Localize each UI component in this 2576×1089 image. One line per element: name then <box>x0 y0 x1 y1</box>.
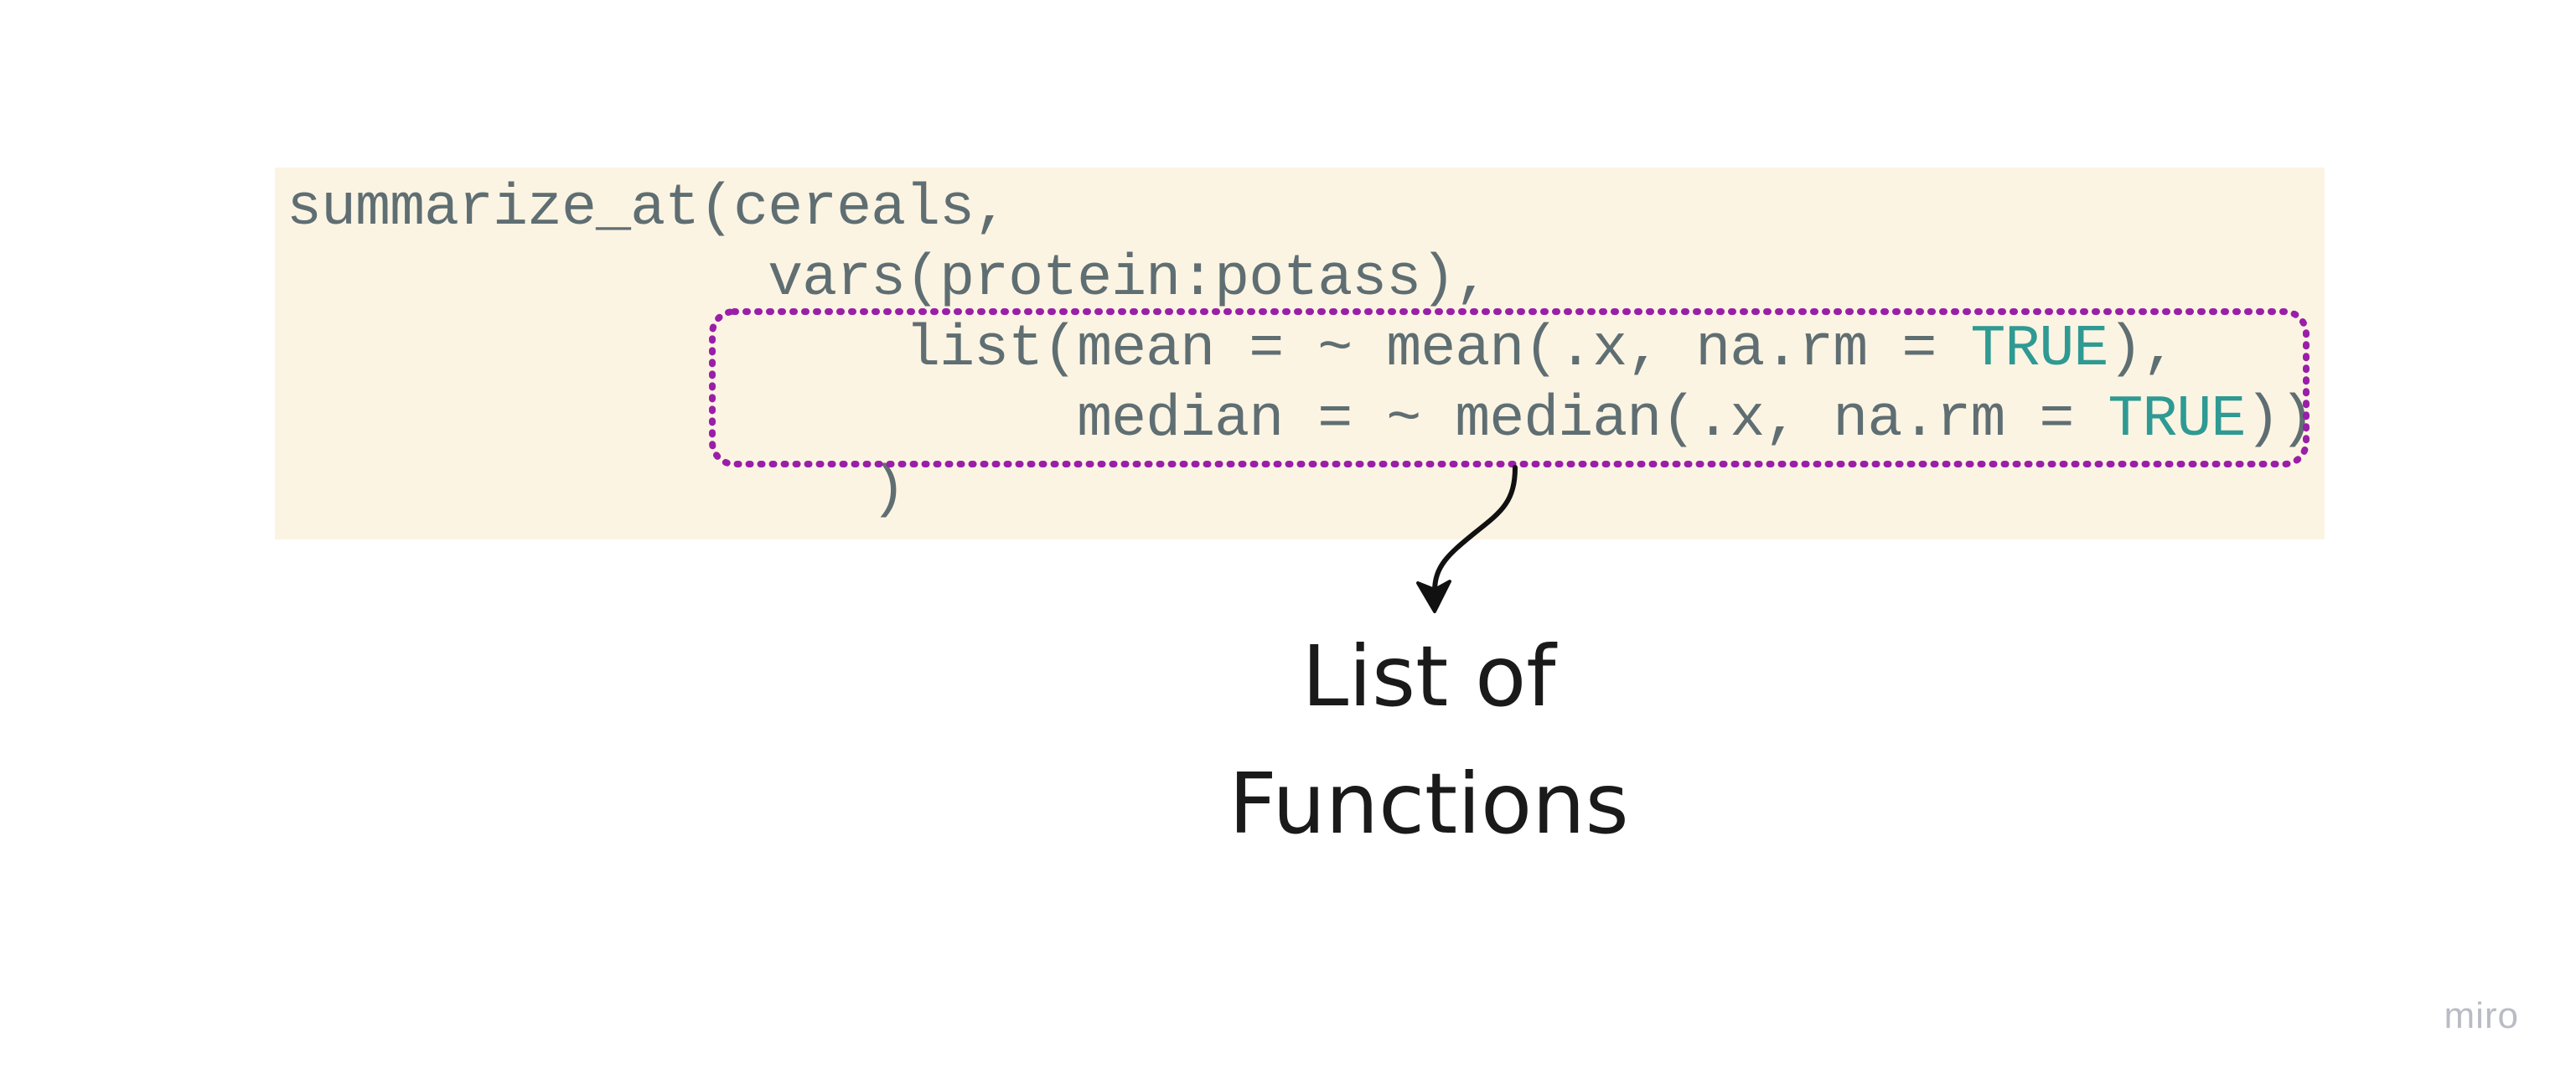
connector-arrowhead-icon <box>1416 580 1451 613</box>
annotation-line-1: List of <box>1301 627 1556 725</box>
miro-watermark: miro <box>2444 995 2519 1036</box>
code-line-4-text: median = ~ median(.x, na.rm = <box>287 387 2108 453</box>
code-line-3-text: list(mean = ~ mean(.x, na.rm = <box>287 317 1971 383</box>
code-line-1: summarize_at(cereals, <box>287 174 1009 245</box>
code-line-4: median = ~ median(.x, na.rm = TRUE)) <box>287 385 2315 456</box>
code-line-5-text: ) <box>287 457 906 524</box>
code-block: summarize_at(cereals, vars(protein:potas… <box>275 168 2325 539</box>
code-line-2-text: vars(protein:potass), <box>287 246 1490 312</box>
annotation-line-2: Functions <box>1229 755 1629 853</box>
code-line-3-keyword: TRUE <box>1970 317 2108 383</box>
code-line-5: ) <box>287 456 906 526</box>
code-line-3-tail: ), <box>2108 317 2177 383</box>
code-line-4-keyword: TRUE <box>2108 387 2246 453</box>
code-line-2: vars(protein:potass), <box>287 245 1490 315</box>
annotation-label: List of Functions <box>1148 613 1710 868</box>
code-line-3: list(mean = ~ mean(.x, na.rm = TRUE), <box>287 315 2177 385</box>
code-line-1-text: summarize_at(cereals, <box>287 176 1009 242</box>
code-line-4-tail: )) <box>2245 387 2315 453</box>
